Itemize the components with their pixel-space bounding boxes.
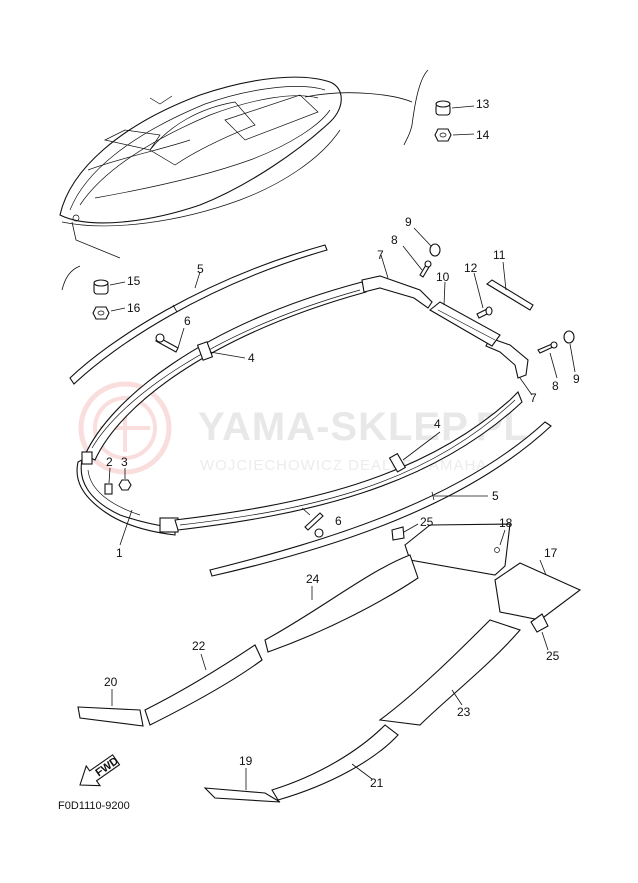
callout-17: 17 xyxy=(544,546,558,560)
callout-16: 16 xyxy=(127,301,141,315)
callout-14: 14 xyxy=(476,128,490,142)
callout-6-lower: 6 xyxy=(335,514,342,528)
part-7-lower-corner xyxy=(485,337,533,396)
part-21-right-front-mat xyxy=(271,724,399,801)
callout-5-upper: 5 xyxy=(197,262,204,276)
part-25-upper-pad xyxy=(391,523,419,541)
part-5-lower-strip xyxy=(209,421,552,577)
watermark-dealer: WOJCIECHOWICZ DEALER YAMAHA xyxy=(200,457,487,474)
callout-6-upper: 6 xyxy=(184,314,191,328)
callout-5-lower: 5 xyxy=(492,489,499,503)
part-20-left-tip-mat xyxy=(77,689,144,727)
callout-23: 23 xyxy=(457,705,471,719)
part-18-rear-mat xyxy=(404,523,511,576)
callout-12: 12 xyxy=(464,261,478,275)
callout-9-lower: 9 xyxy=(573,372,580,386)
callout-3: 3 xyxy=(121,455,128,469)
leader-hull-15-16 xyxy=(71,221,121,259)
part-11-trim-strip xyxy=(486,261,534,311)
part-10-transom-rail xyxy=(429,281,501,347)
callout-25-lower: 25 xyxy=(546,649,560,663)
callout-7-lower: 7 xyxy=(530,391,537,405)
callout-4-upper: 4 xyxy=(248,351,255,365)
part-14-hex-nut xyxy=(434,128,475,142)
part-15-cap-nut xyxy=(93,279,126,295)
part-7-upper-corner xyxy=(361,254,433,309)
callout-4-lower: 4 xyxy=(434,417,441,431)
callout-18: 18 xyxy=(499,516,513,530)
part-4-upper-gunwale-rail xyxy=(84,281,367,461)
part-24-left-deck-mat xyxy=(264,554,419,653)
callout-24: 24 xyxy=(306,572,320,586)
part-16-hex-nut xyxy=(92,306,126,320)
callout-21: 21 xyxy=(370,776,384,790)
part-5-upper-strip xyxy=(69,244,328,385)
part-1-bow-rail xyxy=(76,451,179,546)
callout-25-upper: 25 xyxy=(420,515,434,529)
part-17-rear-deck-mat xyxy=(494,559,582,621)
fwd-label: FWD xyxy=(94,755,121,779)
fwd-arrow: FWD xyxy=(79,754,121,787)
part-2-clip xyxy=(104,467,113,495)
part-8-lower-screw xyxy=(537,341,558,379)
part-22-left-front-mat xyxy=(144,644,263,726)
part-25-lower-pad xyxy=(530,613,549,651)
callout-8-upper: 8 xyxy=(391,233,398,247)
bracket-15-16 xyxy=(61,265,81,291)
watermark: YAMA-SKLEP.PL WOJCIECHOWICZ DEALER YAMAH… xyxy=(78,381,529,475)
callout-8-lower: 8 xyxy=(552,379,559,393)
callout-9-upper: 9 xyxy=(405,215,412,229)
callout-2: 2 xyxy=(106,455,113,469)
part-3-nut xyxy=(118,468,132,491)
part-19-right-tip-mat xyxy=(203,768,281,803)
callout-11: 11 xyxy=(493,248,506,262)
jet-ski-hull-overview xyxy=(59,76,342,227)
callout-13: 13 xyxy=(476,97,490,111)
part-6-upper-screw xyxy=(155,327,185,353)
part-13-cap-nut xyxy=(435,100,475,116)
watermark-brand: YAMA-SKLEP.PL xyxy=(198,405,529,449)
bracket-13-14 xyxy=(403,69,429,146)
part-4-lower-gunwale-rail xyxy=(174,391,523,531)
leader-hull-13-14 xyxy=(304,92,413,103)
part-9-lower-cap xyxy=(563,330,576,373)
part-12-rivet xyxy=(473,272,493,319)
callout-20: 20 xyxy=(104,675,118,689)
part-8-upper-screw xyxy=(402,245,432,278)
callout-1: 1 xyxy=(116,546,123,560)
callout-22: 22 xyxy=(192,639,206,653)
callout-10: 10 xyxy=(436,270,450,284)
callout-19: 19 xyxy=(239,754,253,768)
part-6-lower-screw xyxy=(301,507,324,538)
callout-7-upper: 7 xyxy=(377,248,384,262)
callout-15: 15 xyxy=(127,274,141,288)
part-9-upper-cap xyxy=(413,227,441,257)
diagram-code: F0D1110-9200 xyxy=(58,800,130,812)
part-23-right-deck-mat xyxy=(378,619,521,726)
